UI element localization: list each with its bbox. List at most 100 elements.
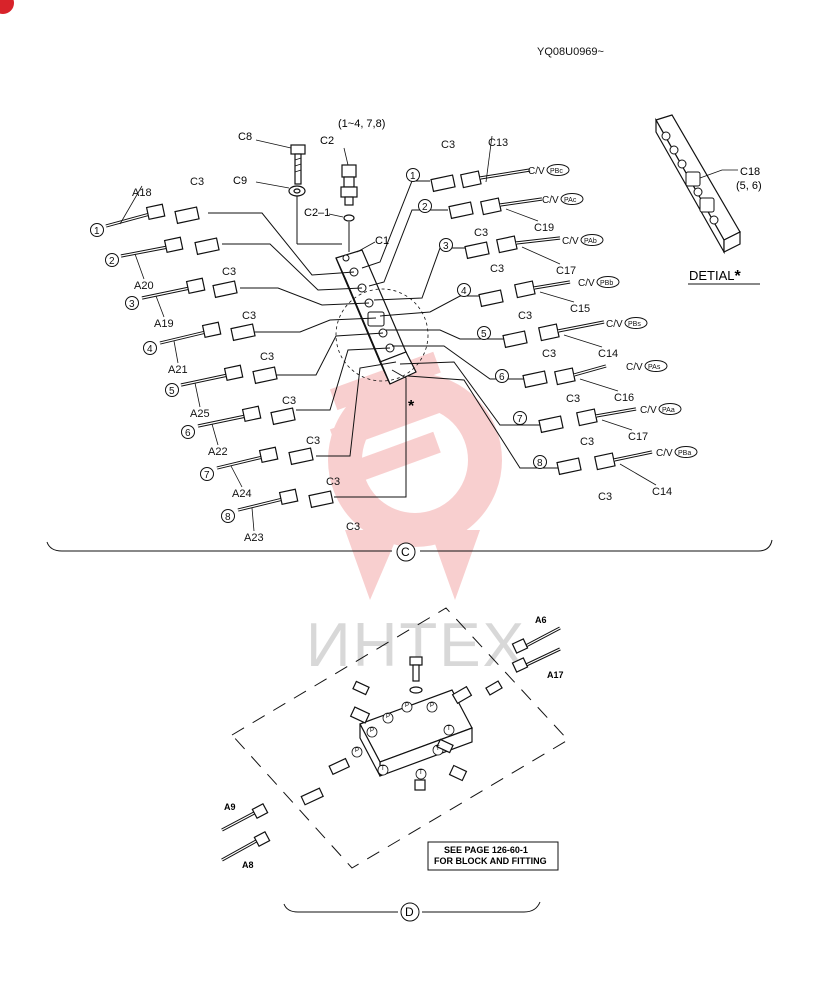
hose-end-fitting [554, 367, 576, 386]
adapter-fitting [538, 415, 564, 434]
adapter-fitting [464, 241, 490, 260]
section-d-label: D [405, 905, 414, 919]
bolt-c8 [255, 139, 306, 185]
fitting-label: C3 [242, 310, 256, 322]
adapter-fitting [174, 206, 200, 225]
hose-label: A23 [244, 532, 264, 544]
hose-end-fitting [496, 235, 518, 254]
row-number-circle [513, 411, 527, 425]
label-a9: A9 [224, 802, 236, 812]
detail-circle [335, 288, 429, 382]
hose-end-fitting [460, 170, 482, 189]
control-valve-label: C/V [528, 166, 545, 177]
hose-end-fitting [223, 364, 244, 382]
detail-title: DETIAL* [689, 268, 741, 286]
fitting-label: C3 [490, 263, 504, 275]
adapter-fitting [308, 490, 334, 509]
adapter-fitting [502, 330, 528, 349]
hose-end-fitting [145, 203, 166, 221]
hose-label: A25 [190, 408, 210, 420]
row-number: 6 [185, 428, 191, 439]
fitting-label: C3 [474, 227, 488, 239]
row-number-circle [181, 425, 195, 439]
row-number-circle [143, 341, 157, 355]
fitting-label: C3 [566, 393, 580, 405]
row-number: 3 [443, 241, 449, 252]
row-number: 5 [481, 329, 487, 340]
label-a17: A17 [547, 670, 564, 680]
fitting-label: C3 [222, 266, 236, 278]
port-badge [644, 360, 668, 372]
hose-label: C19 [534, 222, 554, 234]
adapter-fitting [522, 370, 548, 389]
fitting-label: C3 [260, 351, 274, 363]
o-ring-c2-1 [343, 214, 355, 222]
hose-end-fitting [538, 323, 560, 342]
detail-title-star: * [734, 268, 741, 285]
row-number: 3 [129, 299, 135, 310]
hose-end-fitting [594, 452, 616, 471]
port-badge [546, 164, 570, 176]
port-p-label: P [405, 703, 410, 709]
label-c2: C2 [320, 135, 335, 147]
row-number-circle [165, 383, 179, 397]
hose-label: C13 [488, 137, 508, 149]
hose-label: A18 [132, 187, 152, 199]
control-valve-label: C/V [656, 448, 673, 459]
hose-label: C17 [556, 265, 576, 277]
hose-label: A22 [208, 446, 228, 458]
hose-label: C14 [598, 348, 618, 360]
adapter-fitting [288, 447, 314, 466]
port-label: PAb [584, 238, 597, 245]
port-label: PAs [648, 364, 661, 371]
port-p-label: P [386, 714, 391, 720]
section-c-label: C [401, 545, 410, 559]
adapter-fitting [252, 366, 278, 385]
row-number-circle [477, 326, 491, 340]
row-number: 4 [461, 286, 467, 297]
port-p-label: P [355, 748, 360, 754]
hose-end-fitting [278, 488, 299, 506]
port-label: PAc [564, 197, 577, 204]
control-valve-label: C/V [578, 278, 595, 289]
adapter-fitting [194, 237, 220, 256]
row-number: 6 [499, 372, 505, 383]
row-number: 7 [204, 470, 210, 481]
port-badge [580, 234, 604, 246]
label-c2-note: (1~4, 7,8) [338, 118, 386, 130]
label-c9: C9 [233, 175, 248, 187]
row-number: 8 [225, 512, 231, 523]
control-valve-label: C/V [542, 195, 559, 206]
control-valve-label: C/V [606, 319, 623, 330]
adapter-fitting [430, 174, 456, 193]
fitting-label: C3 [190, 176, 204, 188]
row-number-circle [457, 283, 471, 297]
hose-end-fitting [201, 321, 222, 339]
hose-label: A21 [168, 364, 188, 376]
label-a8: A8 [242, 860, 254, 870]
note-line-2: FOR BLOCK AND FITTING [434, 856, 547, 866]
port-label: PAa [662, 407, 675, 414]
hose-label: C14 [652, 486, 672, 498]
note-line-1: SEE PAGE 126-60-1 [444, 845, 528, 855]
fitting-label: C3 [441, 139, 455, 151]
row-number-circle [406, 168, 420, 182]
row-number-circle [125, 296, 139, 310]
document-id: YQ08U0969~ [537, 46, 604, 58]
label-c8: C8 [238, 131, 253, 143]
manifold-block-c1 [335, 249, 417, 385]
hose-end-fitting [576, 408, 598, 427]
row-number: 5 [169, 386, 175, 397]
hose-end-fitting [185, 277, 206, 295]
row-number: 7 [517, 414, 523, 425]
hose-label: C15 [570, 303, 590, 315]
detail-manifold [655, 114, 741, 255]
port-badge [658, 403, 682, 415]
hose-end-fitting [258, 446, 279, 464]
note-box [427, 841, 559, 871]
row-number-circle [90, 223, 104, 237]
hose-end-fitting [241, 405, 262, 423]
fitting-label: C3 [346, 521, 360, 533]
